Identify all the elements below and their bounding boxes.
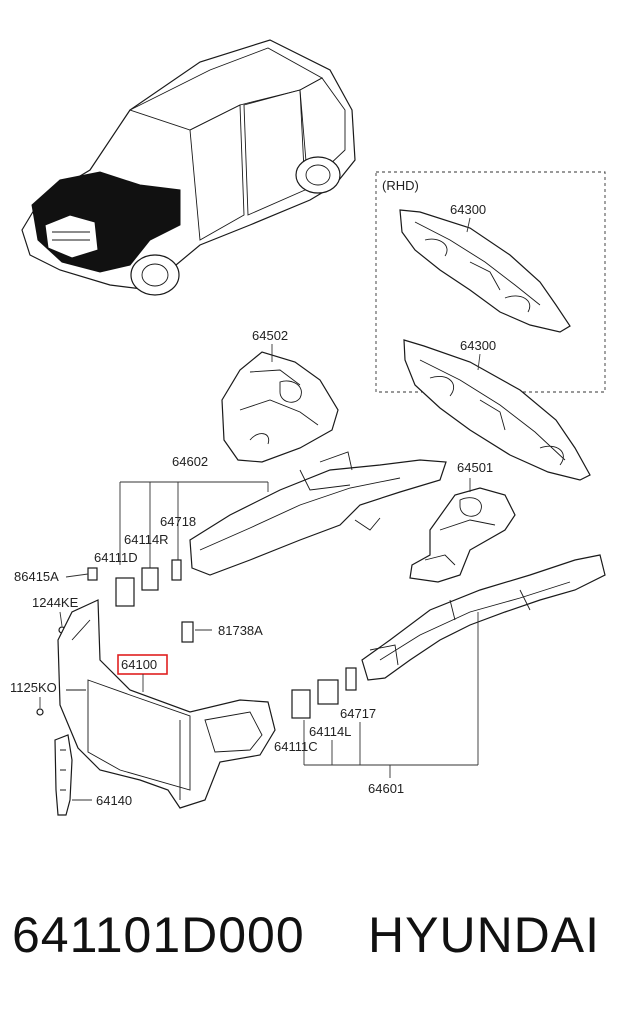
footer: 641101D000 HYUNDAI (0, 900, 620, 980)
callout-64114l: 64114L (309, 724, 351, 739)
callout-64502: 64502 (252, 328, 288, 343)
callout-64601: 64601 (368, 781, 404, 796)
callout-64111c: 64111C (274, 739, 318, 754)
callout-64140: 64140 (96, 793, 132, 808)
fastener-86415a (87, 567, 98, 581)
callout-64300: 64300 (460, 338, 496, 353)
wheel-house-panel (221, 351, 339, 463)
highlight-box-64100 (117, 654, 168, 675)
clip-81738a (181, 621, 194, 643)
callout-64718: 64718 (160, 514, 196, 529)
dash-panel (403, 339, 591, 481)
vehicle-illustration (21, 39, 356, 296)
callout-64602: 64602 (172, 454, 208, 469)
front-end-carrier (57, 599, 276, 809)
callout-64717: 64717 (340, 706, 376, 721)
part-number: 641101D000 (12, 907, 305, 963)
plate-64111c (291, 689, 311, 719)
rhd-label: (RHD) (382, 178, 419, 193)
callout-64111d: 64111D (94, 550, 138, 565)
rhd-boundary (375, 171, 606, 393)
exploded-parts-diagram: (RHD) 64300 64300 64502 64602 64501 6471… (10, 39, 606, 816)
callout-64501: 64501 (457, 460, 493, 475)
plate-64111d (115, 577, 135, 607)
callout-1125ko: 1125KO (10, 680, 57, 695)
front-side-member-left (361, 554, 606, 681)
callout-64100: 64100 (121, 657, 157, 672)
brand-name: HYUNDAI (368, 907, 601, 963)
dash-panel-rhd (399, 209, 571, 333)
bolt-1125ko (36, 708, 44, 716)
callout-64114r: 64114R (124, 532, 169, 547)
callout-81738a: 81738A (218, 623, 263, 638)
callout-1244ke: 1244KE (32, 595, 79, 610)
front-side-member-right (189, 451, 447, 576)
bracket-64114r (141, 567, 159, 591)
bracket-64717 (345, 667, 357, 691)
wheel-house-panel-lh (409, 487, 516, 583)
bracket-64718 (171, 559, 182, 581)
bracket-64114l (317, 679, 339, 705)
lower-stay (54, 734, 73, 816)
callout-86415a: 86415A (14, 569, 59, 584)
callout-64300-rhd: 64300 (450, 202, 486, 217)
